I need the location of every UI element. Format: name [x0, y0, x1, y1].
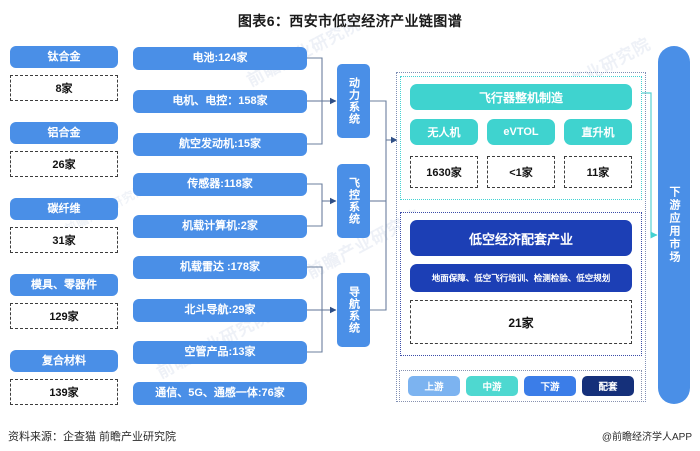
source-note: 资料来源：企查猫 前瞻产业研究院 — [8, 431, 177, 443]
material-label-3[interactable]: 模具、零器件 — [10, 274, 118, 296]
midstream-count-1: <1家 — [487, 156, 555, 188]
material-count-1: 26家 — [10, 151, 118, 177]
material-count-0: 8家 — [10, 75, 118, 101]
midstream-header[interactable]: 飞行器整机制造 — [410, 84, 632, 110]
app-credit: @前瞻经济学人APP — [601, 432, 692, 443]
material-count-4: 139家 — [10, 379, 118, 405]
material-label-1[interactable]: 铝合金 — [10, 122, 118, 144]
component-6[interactable]: 北斗导航:29家 — [133, 299, 307, 322]
material-count-3: 129家 — [10, 303, 118, 329]
midstream-count-0: 1630家 — [410, 156, 478, 188]
support-count: 21家 — [410, 300, 632, 344]
component-8[interactable]: 通信、5G、通感一体:76家 — [133, 382, 307, 405]
legend-item-upstream[interactable]: 上游 — [408, 376, 460, 396]
system-navigation[interactable]: 导航系统 — [337, 273, 370, 347]
midstream-count-2: 11家 — [564, 156, 632, 188]
midstream-category-0[interactable]: 无人机 — [410, 119, 478, 145]
support-subtitle[interactable]: 地面保障、低空飞行培训、检测检验、低空规划 — [410, 264, 632, 292]
material-label-4[interactable]: 复合材料 — [10, 350, 118, 372]
page-title: 图表6：西安市低空经济产业链图谱 — [237, 13, 463, 29]
legend-item-midstream[interactable]: 中游 — [466, 376, 518, 396]
midstream-category-2[interactable]: 直升机 — [564, 119, 632, 145]
material-count-2: 31家 — [10, 227, 118, 253]
component-3[interactable]: 传感器:118家 — [133, 173, 307, 196]
material-label-0[interactable]: 钛合金 — [10, 46, 118, 68]
component-7[interactable]: 空管产品:13家 — [133, 341, 307, 364]
downstream-market[interactable]: 下游应用市场 — [658, 46, 690, 404]
legend-item-support[interactable]: 配套 — [582, 376, 634, 396]
material-label-2[interactable]: 碳纤维 — [10, 198, 118, 220]
component-4[interactable]: 机载计算机:2家 — [133, 215, 307, 238]
component-1[interactable]: 电机、电控：158家 — [133, 90, 307, 113]
component-5[interactable]: 机载雷达 :178家 — [133, 256, 307, 279]
midstream-category-1[interactable]: eVTOL — [487, 119, 555, 145]
legend-item-downstream[interactable]: 下游 — [524, 376, 576, 396]
component-0[interactable]: 电池:124家 — [133, 47, 307, 70]
support-header[interactable]: 低空经济配套产业 — [410, 220, 632, 256]
component-2[interactable]: 航空发动机:15家 — [133, 133, 307, 156]
system-flight-control[interactable]: 飞控系统 — [337, 164, 370, 238]
system-power[interactable]: 动力系统 — [337, 64, 370, 138]
